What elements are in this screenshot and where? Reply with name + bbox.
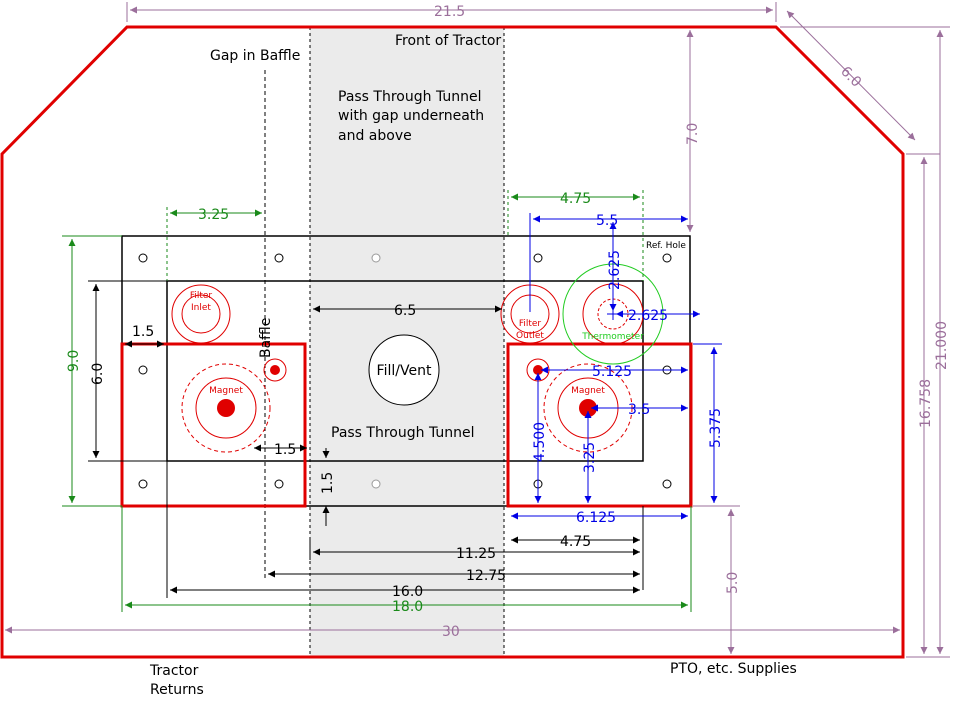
bolt-hole	[662, 479, 672, 489]
dim-5-375: 5.375	[708, 408, 724, 448]
fill-vent-circle	[368, 334, 440, 406]
dim-6-125: 6.125	[576, 510, 616, 526]
filter-outlet-label-1: Filter	[519, 319, 542, 329]
dim-top-right-vert: 7.0	[685, 123, 701, 145]
baffle-hole-ring	[263, 358, 287, 382]
right-hole-dot	[533, 365, 543, 375]
left-magnet-label: Magnet	[209, 386, 243, 396]
dim-16-0: 16.0	[392, 584, 423, 600]
filter-outlet-label-2: Outlet	[516, 331, 544, 341]
dim-chamfer: 6.0	[837, 64, 864, 91]
ref-hole-label: Ref. Hole	[646, 241, 686, 251]
pass-through-tunnel-lower-label: Pass Through Tunnel	[331, 425, 475, 441]
dim-3-5: 3.5	[628, 402, 650, 418]
dim-bottom-right-vert: 5.0	[725, 572, 741, 594]
bolt-hole	[138, 479, 148, 489]
tunnel-label-line1: Pass Through Tunnel	[338, 89, 482, 105]
fill-vent-label: Fill/Vent	[377, 363, 432, 379]
bolt-hole	[138, 365, 148, 375]
bolt-hole	[138, 253, 148, 263]
bolt-hole	[274, 479, 284, 489]
left-magnet-plate	[120, 342, 307, 508]
dim-baffle-offset: 3.25	[198, 207, 229, 223]
left-magnet-ring	[195, 377, 257, 439]
pto-supplies-label: PTO, etc. Supplies	[670, 661, 797, 677]
baffle-label: Baffle	[258, 318, 274, 358]
dim-5-5: 5.5	[596, 213, 618, 229]
dim-right-height: 16.758	[918, 379, 934, 428]
dim-4-500: 4.500	[532, 422, 548, 462]
dim-thermo-vert: 2.625	[607, 250, 623, 290]
right-magnet-plate	[506, 342, 693, 508]
filter-inlet-label-1: Filter	[190, 291, 213, 301]
right-magnet-dot	[579, 399, 597, 417]
dim-3-25: 3.25	[582, 442, 598, 473]
dim-overall-height: 21.000	[934, 321, 950, 370]
bolt-hole	[371, 253, 381, 263]
filter-inlet-circle-outer	[171, 284, 231, 344]
tunnel-label-line3: and above	[338, 128, 412, 144]
bolt-holes	[138, 253, 672, 489]
tractor-returns-label-line1: Tractor	[149, 663, 199, 679]
dim-11-25: 11.25	[456, 546, 496, 562]
dim-18-0: 18.0	[392, 599, 423, 615]
tunnel-label-line2: with gap underneath	[338, 108, 484, 124]
left-magnet-dot	[217, 399, 235, 417]
blue-dimensions	[511, 213, 722, 520]
dim-12-75: 12.75	[466, 568, 506, 584]
filter-inlet-label-2: Inlet	[191, 303, 211, 313]
tank-outline	[0, 25, 905, 659]
bolt-hole	[533, 253, 543, 263]
dim-top-width: 21.5	[434, 4, 465, 20]
dim-baffle-gap: 1.5	[274, 442, 296, 458]
filter-inlet-circle-inner	[181, 294, 221, 334]
dim-plate-height: 9.0	[66, 350, 82, 372]
dim-4-75-top: 4.75	[560, 191, 591, 207]
dim-overall-width: 30	[442, 624, 460, 640]
dim-4-75-bottom: 4.75	[560, 534, 591, 550]
bolt-hole	[274, 253, 284, 263]
dim-left-offset: 1.5	[132, 324, 154, 340]
bolt-hole	[662, 253, 672, 263]
left-magnet-dashed-outer	[181, 363, 271, 453]
gap-in-baffle-label: Gap in Baffle	[210, 48, 300, 64]
tractor-returns-label-line2: Returns	[150, 682, 204, 698]
thermometer-label: Thermometer	[581, 332, 644, 342]
front-of-tractor-label: Front of Tractor	[395, 33, 501, 49]
dim-tunnel-gap: 1.5	[320, 472, 336, 494]
right-magnet-label: Magnet	[571, 386, 605, 396]
purple-dimensions	[5, 2, 950, 658]
green-dimensions	[62, 190, 692, 612]
dim-thermo-horz: 2.625	[628, 308, 668, 324]
dim-fill-width: 6.5	[394, 303, 416, 319]
black-dimensions	[88, 280, 644, 598]
baffle-hole-dot	[270, 365, 280, 375]
dim-inner-height: 6.0	[90, 363, 106, 385]
bolt-hole	[371, 479, 381, 489]
dim-5-125: 5.125	[592, 364, 632, 380]
